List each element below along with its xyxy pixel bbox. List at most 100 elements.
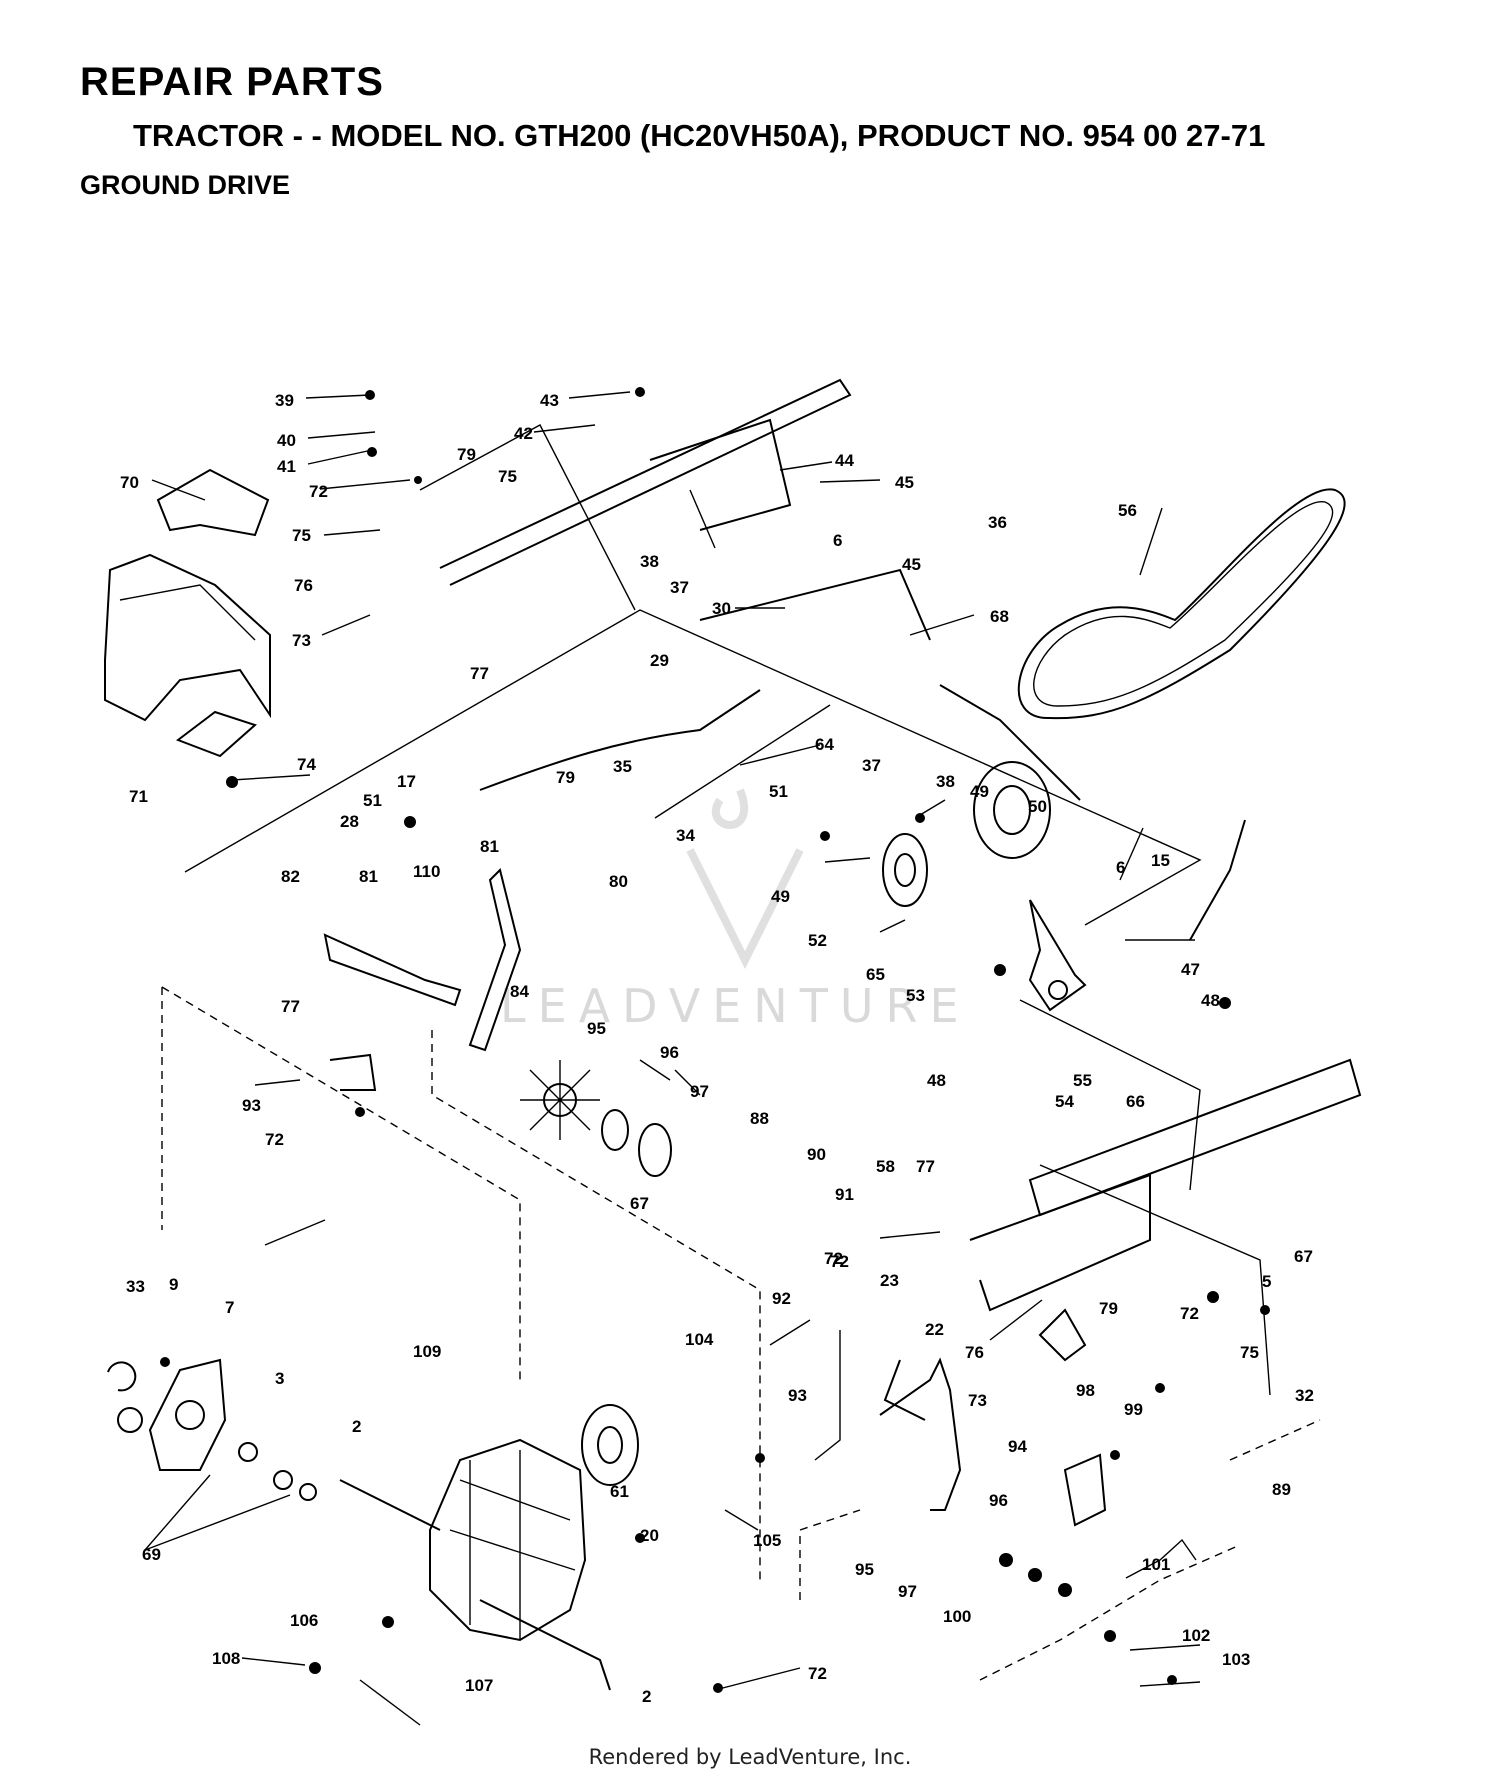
callout: 75: [498, 467, 517, 486]
callout: 76: [965, 1343, 984, 1362]
callout: 108: [212, 1649, 240, 1668]
callout: 22: [925, 1320, 944, 1339]
upper-frame-rail: [439, 378, 931, 641]
callout: 43: [540, 391, 559, 410]
callout: 6: [833, 531, 842, 550]
callout: 47: [1181, 960, 1200, 979]
callout: 35: [613, 757, 632, 776]
clutch-rods: [479, 684, 1246, 941]
callout: 39: [275, 391, 294, 410]
callout: 101: [1142, 1555, 1170, 1574]
callout: 80: [609, 872, 628, 891]
callout: 70: [120, 473, 139, 492]
callout: 74: [297, 755, 316, 774]
callout: 103: [1222, 1650, 1250, 1669]
callout: 49: [970, 782, 989, 801]
callout: 72: [309, 482, 328, 501]
footer-credit: Rendered by LeadVenture, Inc.: [588, 1745, 912, 1769]
callout: 51: [363, 791, 382, 810]
callout: 95: [587, 1019, 606, 1038]
callout: 92: [772, 1289, 791, 1308]
callout: 72: [1180, 1304, 1199, 1323]
callout: 93: [788, 1386, 807, 1405]
callout: 88: [750, 1109, 769, 1128]
callout: 79: [556, 768, 575, 787]
wheel-hub: [107, 1358, 317, 1501]
callout: 75: [292, 526, 311, 545]
leader-lines: [144, 391, 1201, 1726]
callout: 102: [1182, 1626, 1210, 1645]
callout: 48: [1201, 991, 1220, 1010]
callout: 81: [480, 837, 499, 856]
callout: 75: [1240, 1343, 1259, 1362]
callout: 51: [769, 782, 788, 801]
section-title: GROUND DRIVE: [80, 170, 291, 200]
callout: 82: [281, 867, 300, 886]
rear-frame-rail: [969, 1058, 1362, 1362]
callout: 52: [808, 931, 827, 950]
callout: 67: [1294, 1247, 1313, 1266]
model-subtitle: TRACTOR - - MODEL NO. GTH200 (HC20VH50A)…: [133, 118, 1266, 153]
callout: 17: [397, 772, 416, 791]
pulleys: [581, 761, 1051, 1486]
callout: 72: [265, 1130, 284, 1149]
callout: 76: [294, 576, 313, 595]
shift-arm: [323, 868, 811, 1346]
callout: 48: [927, 1071, 946, 1090]
callout: 106: [290, 1611, 318, 1630]
callout: 96: [660, 1043, 679, 1062]
callout: 61: [610, 1482, 629, 1501]
callout: 44: [835, 451, 854, 470]
callout: 6: [1116, 858, 1125, 877]
callout: 69: [142, 1545, 161, 1564]
frame-outlines: [161, 424, 1321, 1681]
callout: 23: [880, 1271, 899, 1290]
callout: 77: [281, 997, 300, 1016]
callout: 58: [876, 1157, 895, 1176]
callout: 41: [277, 457, 296, 476]
callout: 55: [1073, 1071, 1092, 1090]
callout: 107: [465, 1676, 493, 1695]
callout: 105: [753, 1531, 781, 1550]
callout: 45: [895, 473, 914, 492]
drive-belt: [1017, 488, 1346, 720]
callout: 40: [277, 431, 296, 450]
callout: 38: [640, 552, 659, 571]
callout: 29: [650, 651, 669, 670]
callout: 64: [815, 735, 834, 754]
pedal-linkage: [814, 1330, 1107, 1527]
callout: 91: [835, 1185, 854, 1204]
callout: 93: [242, 1096, 261, 1115]
callout: 65: [866, 965, 885, 984]
callout: 73: [968, 1391, 987, 1410]
callout: 32: [1295, 1386, 1314, 1405]
callout: 9: [169, 1275, 178, 1294]
callout: 72: [808, 1664, 827, 1683]
hardware: [160, 387, 1270, 1693]
callout: 109: [413, 1342, 441, 1361]
callout: 68: [990, 607, 1009, 626]
callout: 53: [906, 986, 925, 1005]
callout: 90: [807, 1145, 826, 1164]
callout-labels: 39 40 41 43 42 79 72 75 70 75 76 73 77 4…: [120, 391, 1314, 1706]
callout: 54: [1055, 1092, 1074, 1111]
callout: 28: [340, 812, 359, 831]
callout: 2: [352, 1417, 361, 1436]
callout: 38: [936, 772, 955, 791]
callout: 84: [510, 982, 529, 1001]
callout: 99: [1124, 1400, 1143, 1419]
fender: [104, 468, 271, 758]
callout: 77: [470, 664, 489, 683]
callout: 100: [943, 1607, 971, 1626]
callout: 97: [690, 1082, 709, 1101]
callout: 42: [514, 424, 533, 443]
idler-bracket: [1028, 899, 1087, 1012]
callout: 71: [129, 787, 148, 806]
callout: 96: [989, 1491, 1008, 1510]
callout: 67: [630, 1194, 649, 1213]
callout: 33: [126, 1277, 145, 1296]
callout: 79: [457, 445, 476, 464]
callout: 79: [1099, 1299, 1118, 1318]
callout: 2: [642, 1687, 651, 1706]
